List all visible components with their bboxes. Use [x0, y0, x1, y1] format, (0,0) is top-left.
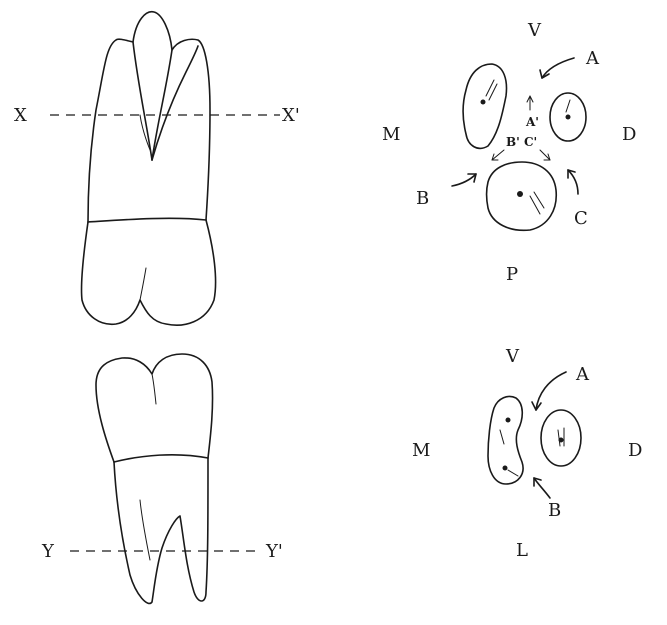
- label-x-prime: X': [282, 105, 300, 126]
- label-x: X: [14, 105, 27, 126]
- lower-section-label-l: L: [516, 540, 528, 561]
- upper-section-label-b: B: [416, 188, 429, 209]
- lower-section-label-m: M: [412, 440, 430, 461]
- upper-tooth: [81, 12, 215, 325]
- lower-tooth-cervical-line: [114, 455, 208, 462]
- upper-section-canal-palatal: [517, 191, 523, 197]
- lower-section-canal-mesial-2: [503, 466, 508, 471]
- upper-section-arrow-b: [452, 174, 476, 186]
- upper-section-label-m: M: [382, 124, 400, 145]
- label-y-prime: Y': [265, 541, 283, 562]
- upper-section-canal-mesial: [481, 100, 486, 105]
- upper-section-canal-distal: [566, 115, 571, 120]
- upper-section-label-a: A: [585, 48, 600, 69]
- upper-section-arrow-c: [568, 170, 578, 194]
- lower-tooth-crown: [96, 354, 213, 462]
- lower-section-arrow-b: [534, 478, 550, 498]
- lower-cross-section: [488, 372, 581, 498]
- lower-section-canal-mesial-1: [506, 418, 511, 423]
- label-y: Y: [41, 541, 55, 562]
- upper-section-label-bc-prime: B' C': [506, 135, 537, 149]
- upper-tooth-furcation: [152, 46, 198, 160]
- upper-section-label-d: D: [622, 124, 636, 145]
- lower-tooth-roots: [114, 458, 208, 603]
- lower-tooth-crown-groove: [152, 374, 156, 404]
- lower-section-label-a: A: [575, 364, 590, 385]
- lower-section-label-b: B: [548, 500, 561, 521]
- upper-tooth-right-root: [172, 39, 210, 220]
- lower-tooth: [96, 354, 213, 603]
- upper-section-label-a-prime: A': [525, 115, 539, 129]
- lower-section-root-mesial: [488, 396, 523, 484]
- upper-tooth-crown-groove: [140, 268, 146, 300]
- upper-tooth-left-root: [88, 39, 152, 222]
- lower-section-label-v: V: [505, 346, 520, 367]
- upper-tooth-cervical-line: [88, 218, 206, 222]
- upper-section-label-p: P: [506, 264, 518, 285]
- upper-section-label-c: C: [574, 208, 588, 229]
- upper-section-root-mesial: [463, 64, 506, 148]
- upper-tooth-crown: [81, 220, 215, 325]
- upper-section-label-v: V: [527, 20, 542, 41]
- lower-section-label-d: D: [628, 440, 642, 461]
